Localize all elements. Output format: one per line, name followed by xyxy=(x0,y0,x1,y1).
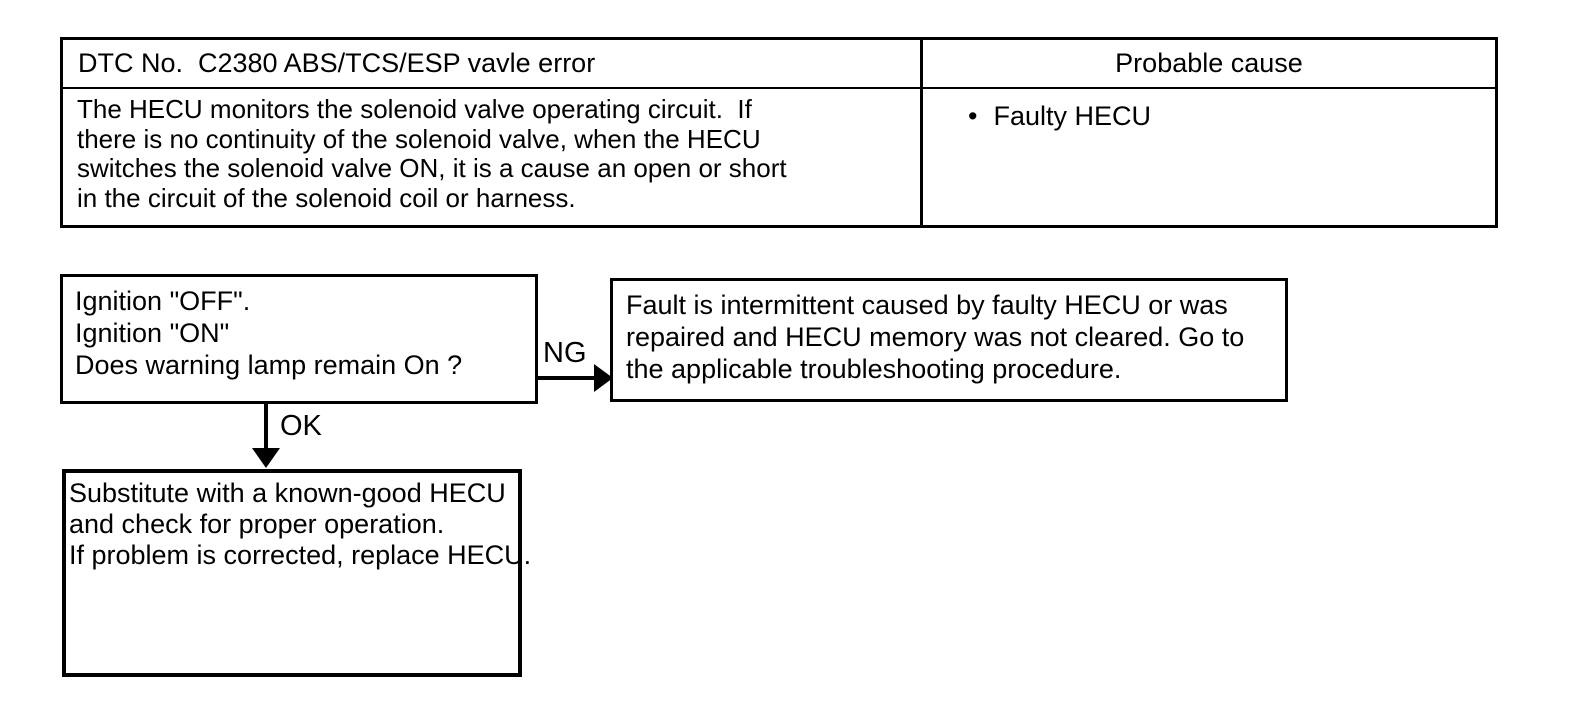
ok-result-line: If problem is corrected, replace HECU. xyxy=(69,540,532,570)
ng-branch-label: NG xyxy=(543,337,587,369)
description-line: The HECU monitors the solenoid valve ope… xyxy=(77,94,752,124)
description-line: in the circuit of the solenoid coil or h… xyxy=(77,182,576,213)
ng-result-line: Fault is intermittent caused by faulty H… xyxy=(626,290,1228,320)
probable-cause-header-cell: Probable cause xyxy=(923,40,1495,87)
table-body-row: The HECU monitors the solenoid valve ope… xyxy=(63,89,1495,225)
probable-cause-title: Probable cause xyxy=(1115,48,1303,78)
probable-cause-cell: • Faulty HECU xyxy=(923,89,1495,225)
ng-result-line: the applicable troubleshooting procedure… xyxy=(626,354,1122,384)
ng-result-box: Fault is intermittent caused by faulty H… xyxy=(610,278,1288,402)
arrow-down-icon xyxy=(252,448,280,468)
step-line: Does warning lamp remain On ? xyxy=(75,350,463,380)
dtc-code-header-cell: DTC No. C2380 ABS/TCS/ESP vavle error xyxy=(63,40,923,87)
step-line: Ignition "OFF". xyxy=(75,286,251,316)
ng-flow-arrow-line xyxy=(535,376,597,380)
ok-flow-arrow-line xyxy=(264,403,268,451)
ng-result-line: repaired and HECU memory was not cleared… xyxy=(626,322,1245,352)
description-line: there is no continuity of the solenoid v… xyxy=(77,123,761,154)
ok-branch-label: OK xyxy=(280,410,322,442)
table-header-row: DTC No. C2380 ABS/TCS/ESP vavle error Pr… xyxy=(63,40,1495,89)
cause-list-item: • Faulty HECU xyxy=(968,101,1495,132)
description-line: switches the solenoid valve ON, it is a … xyxy=(77,153,787,183)
cause-text: Faulty HECU xyxy=(993,101,1151,131)
dtc-info-table: DTC No. C2380 ABS/TCS/ESP vavle error Pr… xyxy=(60,37,1498,228)
dtc-code-title: DTC No. C2380 ABS/TCS/ESP vavle error xyxy=(78,48,596,78)
ok-result-line: and check for proper operation. xyxy=(69,509,445,539)
ok-result-line: Substitute with a known-good HECU xyxy=(69,478,506,508)
dtc-description-cell: The HECU monitors the solenoid valve ope… xyxy=(63,89,923,225)
substitute-hecu-box: Substitute with a known-good HECU and ch… xyxy=(62,469,532,677)
step-line: Ignition "ON" xyxy=(75,318,230,348)
bullet-icon: • xyxy=(968,101,978,131)
ignition-check-box: Ignition "OFF". Ignition "ON" Does warni… xyxy=(60,274,538,404)
arrow-right-icon xyxy=(594,364,613,392)
